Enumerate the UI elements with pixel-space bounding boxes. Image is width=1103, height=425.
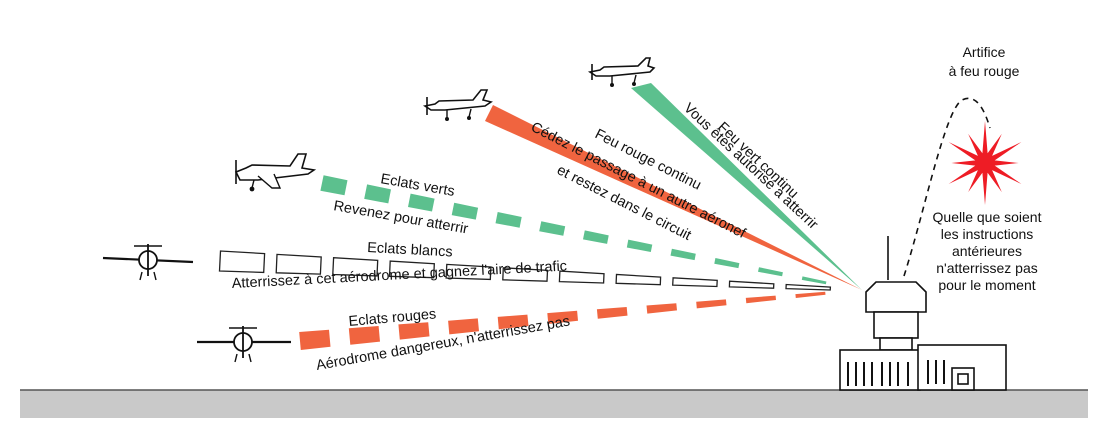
control-tower-icon: [839, 236, 1007, 391]
flash-dash: [299, 329, 331, 350]
flash-dash: [451, 202, 479, 220]
steady-green-beam: [631, 83, 862, 290]
airplane-icon: [234, 153, 317, 192]
flash-dash: [348, 326, 380, 345]
flare-label-line1: Artifice: [963, 44, 1006, 60]
flash-dash: [714, 258, 740, 269]
flash-dash: [785, 283, 832, 291]
flare-meaning-line: pour le moment: [938, 277, 1035, 293]
flare-meaning-line: n'atterrissez pas: [936, 260, 1038, 276]
flash-dash: [672, 277, 718, 288]
flare-meaning-line: antérieures: [952, 243, 1022, 259]
flash-dash: [795, 291, 826, 298]
green-flashes-beam: [320, 175, 827, 285]
flash-dash: [615, 273, 662, 286]
red-flashes-title: Eclats rouges: [348, 306, 437, 330]
flare-meaning-line: les instructions: [941, 226, 1034, 242]
flash-dash: [801, 276, 827, 285]
flash-dash: [502, 267, 549, 282]
steady-red-beam: [485, 105, 862, 290]
flare-label-line2: à feu rouge: [949, 63, 1020, 79]
flash-dash: [558, 270, 605, 284]
flash-dash: [696, 299, 727, 309]
red-flashes-beam: [299, 291, 826, 350]
flash-dash: [332, 257, 379, 277]
flash-dash: [408, 193, 435, 212]
airplane-icon: [587, 57, 656, 87]
flash-dash: [583, 230, 609, 244]
flash-dash: [626, 239, 653, 252]
flash-dash: [670, 248, 696, 261]
flash-dash: [547, 310, 578, 324]
flash-dash: [320, 175, 348, 196]
flash-dash: [364, 184, 391, 204]
flash-dash: [596, 307, 628, 319]
red-flare-star-icon: [948, 121, 1022, 205]
flare-meaning-line: Quelle que soient: [933, 209, 1042, 225]
flash-dash: [398, 322, 430, 340]
flash-dash: [495, 212, 522, 228]
flash-dash: [388, 260, 435, 279]
ground: [20, 390, 1088, 418]
white-flashes-beam: [218, 250, 832, 291]
flash-dash: [445, 263, 492, 281]
flash-dash: [646, 303, 677, 314]
flare-meaning: Quelle que soient les instructions antér…: [933, 209, 1042, 293]
flash-dash: [218, 250, 266, 274]
white-flashes-title: Eclats blancs: [367, 240, 453, 260]
flare-trajectory: [903, 97, 991, 277]
flash-dash: [539, 221, 566, 236]
flash-dash: [745, 295, 776, 304]
airplane-icon: [197, 326, 291, 363]
flash-dash: [448, 318, 479, 335]
airplane-icon: [102, 244, 194, 281]
airplane-icon: [422, 89, 493, 121]
flash-dash: [497, 314, 529, 330]
green-flashes-meaning: Revenez pour atterrir: [332, 198, 469, 237]
flash-dash: [275, 253, 322, 275]
flash-dash: [728, 280, 775, 289]
flash-dash: [758, 267, 783, 277]
